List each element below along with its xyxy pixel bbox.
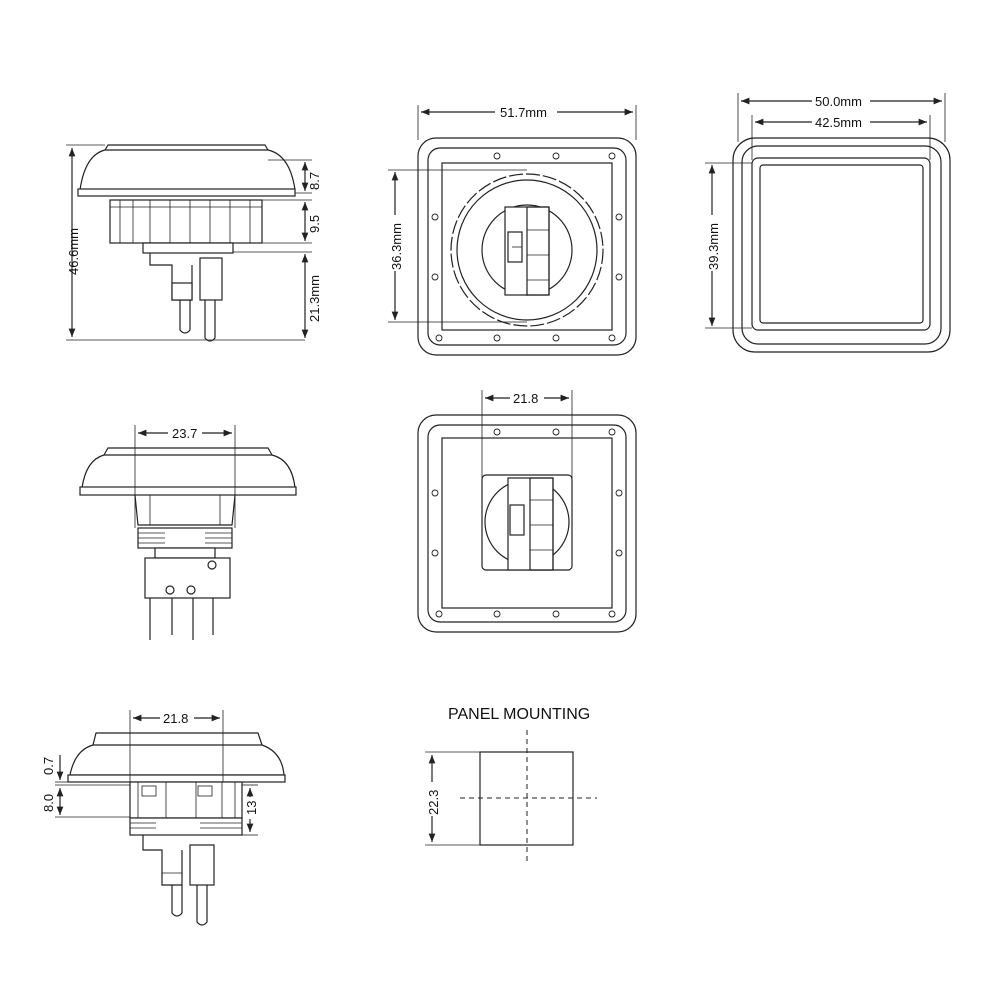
dim-body-height: 9.5 [307,215,322,233]
dim-front-width: 51.7mm [500,105,547,120]
dim-switch-width: 21.8 [513,391,538,406]
dim-panel-hole: 22.3 [426,790,441,815]
side-view-microswitch: 23.7 [79,425,297,640]
side-view-bottom: 21.8 0.7 8.0 13 [41,710,286,926]
rear-view-top: 51.7mm 36.3mm [386,103,637,356]
dim-cap-inner-width: 42.5mm [815,115,862,130]
dim-cap-inner-height: 39.3mm [706,223,721,270]
dim-body-width-mid: 23.7 [172,426,197,441]
dim-body-width-bottom: 21.8 [163,711,188,726]
side-view-top: 46.6mm 8.7 9.5 21.3mm [66,144,322,342]
dim-cap-outer-width: 50.0mm [815,94,862,109]
dim-flange: 0.7 [41,757,56,775]
panel-mounting-title: PANEL MOUNTING [448,706,590,723]
dim-cap-height: 8.7 [307,172,322,190]
panel-mounting: PANEL MOUNTING 22.3 [424,706,597,865]
dim-total-height: 46.6mm [66,228,81,275]
rear-view-middle: 21.8 [417,390,637,633]
dim-front-inner-height: 36.3mm [389,223,404,270]
dim-panel-thickness: 8.0 [41,794,56,812]
dim-switch-height: 21.3mm [307,275,322,322]
dim-thread-length: 13 [244,801,259,815]
front-view-cap: 50.0mm 42.5mm 39.3mm [703,92,951,353]
